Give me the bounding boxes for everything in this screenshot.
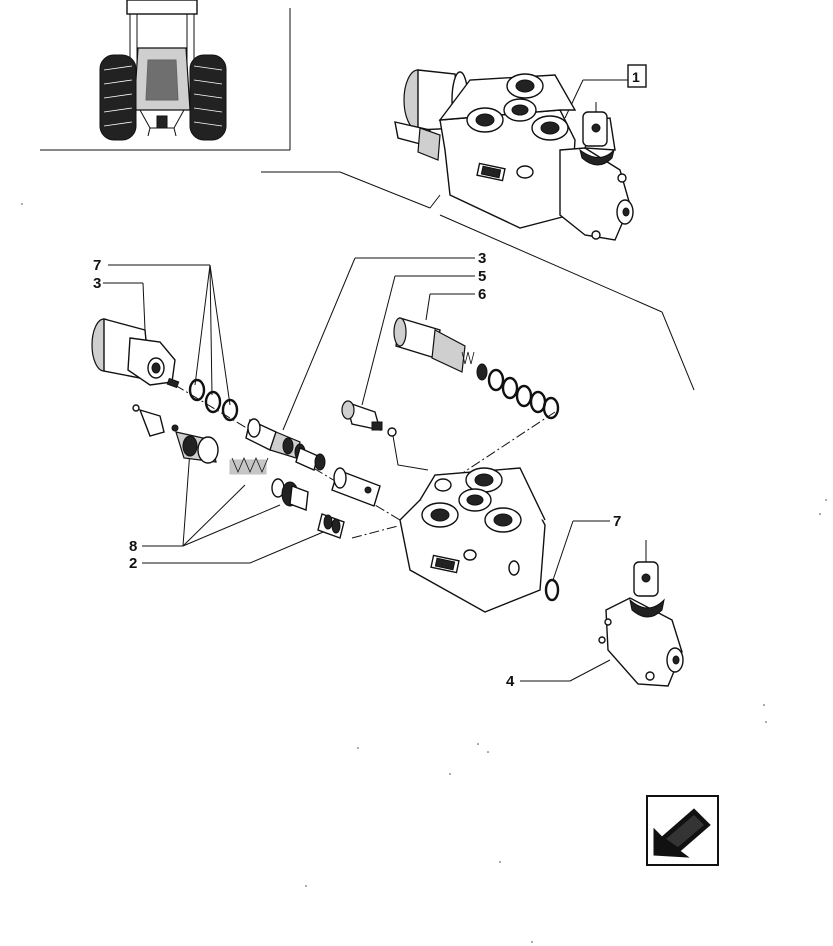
control-valve-assembly-icon: 1 (261, 64, 695, 391)
exploded-components (91, 317, 684, 687)
callout-6: 6 (478, 286, 486, 303)
end-cap (598, 540, 684, 687)
callout-5: 5 (478, 268, 486, 285)
spool (245, 418, 381, 507)
callout-3-right: 3 (478, 250, 486, 267)
solenoid-coil (91, 318, 180, 389)
pressure-switch (341, 400, 397, 437)
previous-page-arrow-icon[interactable] (646, 795, 719, 866)
tractor-rear-view-icon (40, 0, 291, 151)
callout-4: 4 (506, 673, 515, 690)
callout-leader-lines (103, 257, 611, 682)
callout-2: 2 (129, 555, 137, 572)
spring (229, 456, 269, 475)
callout-ref-1: 1 (632, 69, 640, 85)
check-valve (132, 404, 219, 464)
callout-labels: 7 3 3 5 6 8 2 7 4 (93, 250, 621, 690)
valve-body (399, 467, 546, 613)
callout-3-left: 3 (93, 275, 101, 292)
callout-7-right: 7 (613, 513, 621, 530)
relief-valve (393, 317, 488, 381)
scan-specks (21, 203, 827, 943)
callout-7-top: 7 (93, 257, 101, 274)
callout-8: 8 (129, 538, 137, 555)
plug (317, 513, 345, 539)
piston (271, 478, 309, 511)
